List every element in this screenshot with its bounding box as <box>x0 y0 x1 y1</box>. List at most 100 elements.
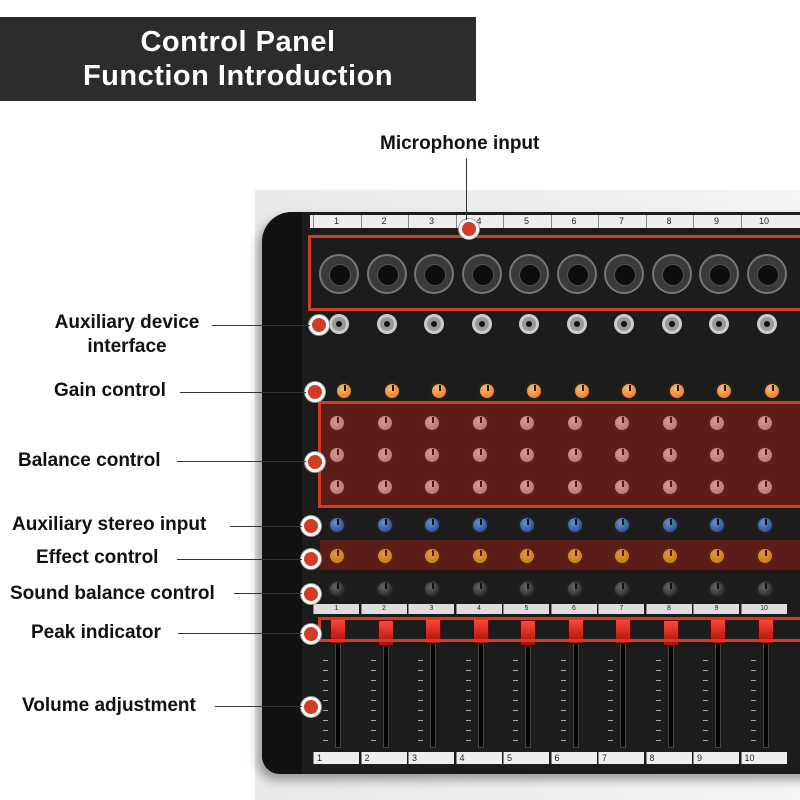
effect-knob[interactable] <box>708 547 726 565</box>
pan-knob[interactable] <box>708 580 726 598</box>
eq-mid-knob[interactable] <box>375 446 394 464</box>
line-input-jack[interactable] <box>519 314 539 334</box>
eq-high-knob[interactable] <box>613 414 631 432</box>
xlr-mic-input[interactable] <box>746 254 787 294</box>
xlr-mic-input[interactable] <box>319 254 359 294</box>
gain-knob[interactable] <box>572 382 591 400</box>
eq-mid-knob[interactable] <box>660 446 679 464</box>
effect-knob[interactable] <box>328 547 346 565</box>
gain-knob[interactable] <box>477 382 496 400</box>
gain-knob[interactable] <box>762 382 781 400</box>
line-input-jack[interactable] <box>661 314 682 334</box>
effect-control-leader <box>177 559 302 560</box>
eq-low-knob[interactable] <box>708 478 726 496</box>
fader-scale-tick <box>323 710 328 711</box>
gain-knob[interactable] <box>430 382 448 400</box>
eq-high-knob[interactable] <box>375 414 394 432</box>
effect-knob[interactable] <box>565 547 584 565</box>
pan-knob[interactable] <box>755 580 774 598</box>
eq-high-knob[interactable] <box>755 414 774 432</box>
eq-high-knob[interactable] <box>708 414 726 432</box>
xlr-mic-input[interactable] <box>461 254 502 294</box>
gain-knob[interactable] <box>335 382 353 400</box>
xlr-mic-input[interactable] <box>414 254 454 294</box>
pan-knob[interactable] <box>565 580 584 598</box>
aux-knob[interactable] <box>565 516 584 534</box>
eq-high-knob[interactable] <box>660 414 679 432</box>
eq-mid-knob[interactable] <box>755 446 774 464</box>
line-input-jack[interactable] <box>566 314 587 334</box>
eq-mid-knob[interactable] <box>565 446 584 464</box>
eq-low-knob[interactable] <box>755 478 774 496</box>
aux-knob[interactable] <box>423 516 441 534</box>
eq-low-knob[interactable] <box>423 478 441 496</box>
eq-high-knob[interactable] <box>470 414 489 432</box>
aux-knob[interactable] <box>375 516 394 534</box>
xlr-mic-input[interactable] <box>651 254 692 294</box>
effect-knob[interactable] <box>518 547 536 565</box>
eq-low-knob[interactable] <box>470 478 489 496</box>
eq-mid-knob[interactable] <box>708 446 726 464</box>
eq-high-knob[interactable] <box>565 414 584 432</box>
line-input-jack[interactable] <box>709 314 729 334</box>
fader-scale-tick <box>370 680 376 681</box>
eq-mid-knob[interactable] <box>518 446 536 464</box>
effect-knob[interactable] <box>375 547 394 565</box>
effect-knob[interactable] <box>755 547 774 565</box>
effect-knob[interactable] <box>423 547 441 565</box>
eq-high-knob[interactable] <box>423 414 441 432</box>
gain-knob[interactable] <box>667 382 686 400</box>
xlr-mic-input[interactable] <box>699 254 739 294</box>
eq-low-knob[interactable] <box>565 478 584 496</box>
xlr-mic-input[interactable] <box>366 254 407 294</box>
pan-knob[interactable] <box>328 580 346 598</box>
xlr-mic-input[interactable] <box>604 254 644 294</box>
line-input-jack[interactable] <box>329 314 349 334</box>
fader-scale-tick <box>560 700 566 701</box>
gain-knob[interactable] <box>525 382 543 400</box>
eq-mid-knob[interactable] <box>328 446 346 464</box>
channel-number-bottom: 9 <box>693 752 739 764</box>
aux-knob[interactable] <box>613 516 631 534</box>
eq-high-knob[interactable] <box>328 414 346 432</box>
pan-knob[interactable] <box>613 580 631 598</box>
pan-knob[interactable] <box>423 580 441 598</box>
eq-low-knob[interactable] <box>375 478 394 496</box>
gain-knob[interactable] <box>620 382 638 400</box>
eq-low-knob[interactable] <box>328 478 346 496</box>
eq-mid-knob[interactable] <box>423 446 441 464</box>
eq-mid-knob[interactable] <box>613 446 631 464</box>
xlr-mic-input[interactable] <box>556 254 597 294</box>
channel-number-top: 10 <box>740 215 787 228</box>
line-input-jack[interactable] <box>756 314 777 334</box>
line-input-jack[interactable] <box>424 314 444 334</box>
fader-scale-tick <box>513 700 518 701</box>
aux-knob[interactable] <box>328 516 346 534</box>
eq-mid-knob[interactable] <box>470 446 489 464</box>
xlr-mic-input[interactable] <box>509 254 549 294</box>
channel-number-top: 3 <box>408 215 454 228</box>
pan-knob[interactable] <box>660 580 679 598</box>
line-input-jack[interactable] <box>471 314 492 334</box>
pan-knob[interactable] <box>470 580 489 598</box>
gain-knob[interactable] <box>382 382 401 400</box>
aux-knob[interactable] <box>660 516 679 534</box>
fader-scale-tick <box>323 660 328 661</box>
aux-knob[interactable] <box>518 516 536 534</box>
eq-high-knob[interactable] <box>518 414 536 432</box>
eq-low-knob[interactable] <box>518 478 536 496</box>
volume-adjustment-dot <box>301 697 321 717</box>
gain-knob[interactable] <box>715 382 733 400</box>
line-input-jack[interactable] <box>376 314 397 334</box>
line-input-jack[interactable] <box>614 314 634 334</box>
aux-knob[interactable] <box>708 516 726 534</box>
aux-knob[interactable] <box>755 516 774 534</box>
pan-knob[interactable] <box>518 580 536 598</box>
effect-knob[interactable] <box>470 547 489 565</box>
effect-knob[interactable] <box>660 547 679 565</box>
pan-knob[interactable] <box>375 580 394 598</box>
eq-low-knob[interactable] <box>660 478 679 496</box>
effect-knob[interactable] <box>613 547 631 565</box>
aux-knob[interactable] <box>470 516 489 534</box>
eq-low-knob[interactable] <box>613 478 631 496</box>
